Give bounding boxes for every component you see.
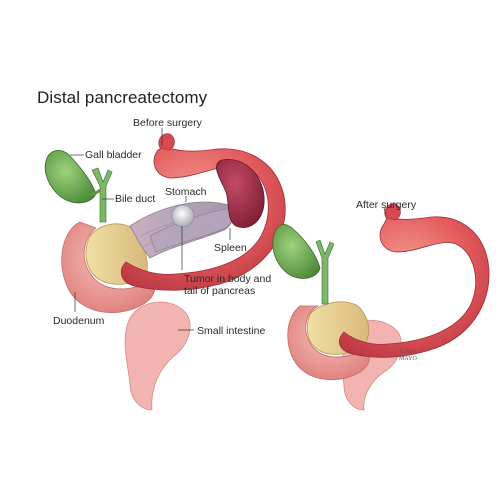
before-surgery-illustration [44,128,286,411]
leader-lines-before [70,128,231,331]
label-bile-duct: Bile duct [115,193,156,205]
after-surgery-illustration [272,203,490,411]
leader-line-after [383,207,387,215]
label-spleen: Spleen [214,242,247,254]
label-tumor: Tumor in body and tail of pancreas [184,273,272,297]
after-surgery-caption: After surgery [356,199,417,211]
label-stomach: Stomach [165,186,207,198]
small-intestine-shape [124,301,191,411]
duodenum-shape [61,221,155,313]
diagram-title: Distal pancreatectomy [37,88,208,107]
stomach-after-shape [338,215,490,358]
spleen-shape [216,159,265,228]
label-small-intestine: Small intestine [197,325,266,337]
duodenum-after-shape [287,305,370,381]
before-surgery-caption: Before surgery [133,117,202,129]
bile-duct-shape [91,167,113,223]
gall-bladder-after-shape [272,224,321,279]
label-gall-bladder: Gall bladder [85,149,142,161]
bile-duct-after-shape [315,239,335,305]
copyright-mark: ©2016 MAYO [399,349,417,362]
tumor-shape [171,204,195,228]
label-duodenum: Duodenum [53,315,105,327]
